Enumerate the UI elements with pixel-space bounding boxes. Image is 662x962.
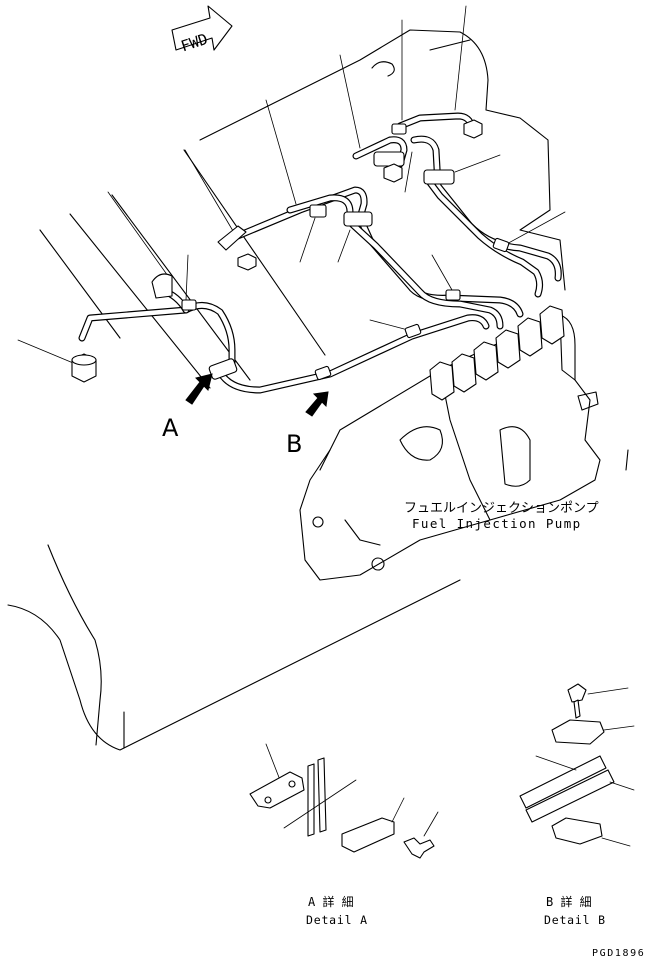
- delivery-valve-holders: [429, 305, 565, 401]
- nozzle-nuts: [71, 119, 483, 383]
- cylinder-head-outline: [199, 29, 566, 291]
- callout-arrow-b: B: [286, 391, 329, 458]
- fwd-arrow-badge: FWD: [171, 5, 233, 55]
- drawing-code: PGD1896: [592, 948, 645, 959]
- arrow-b-label: B: [286, 430, 302, 458]
- detail-a-label-en: Detail A: [306, 913, 368, 927]
- leader-lines: [17, 5, 566, 366]
- arrow-a-label: A: [162, 414, 179, 442]
- detail-b-label-en: Detail B: [544, 913, 606, 927]
- detail-b-label-jp: B 詳 細: [546, 894, 592, 909]
- engine-block-outline: [7, 149, 461, 751]
- detail-a-parts: [249, 743, 439, 859]
- callout-arrow-a: A: [162, 373, 213, 442]
- pipe-clamps: [151, 123, 510, 381]
- fuel-injection-pump: [299, 305, 629, 581]
- pump-label-jp: フュエルインジェクションポンプ: [404, 501, 599, 516]
- detail-a-label-jp: A 詳 細: [308, 894, 354, 909]
- pump-label-en: Fuel Injection Pump: [412, 516, 582, 531]
- detail-b-parts: [519, 683, 635, 847]
